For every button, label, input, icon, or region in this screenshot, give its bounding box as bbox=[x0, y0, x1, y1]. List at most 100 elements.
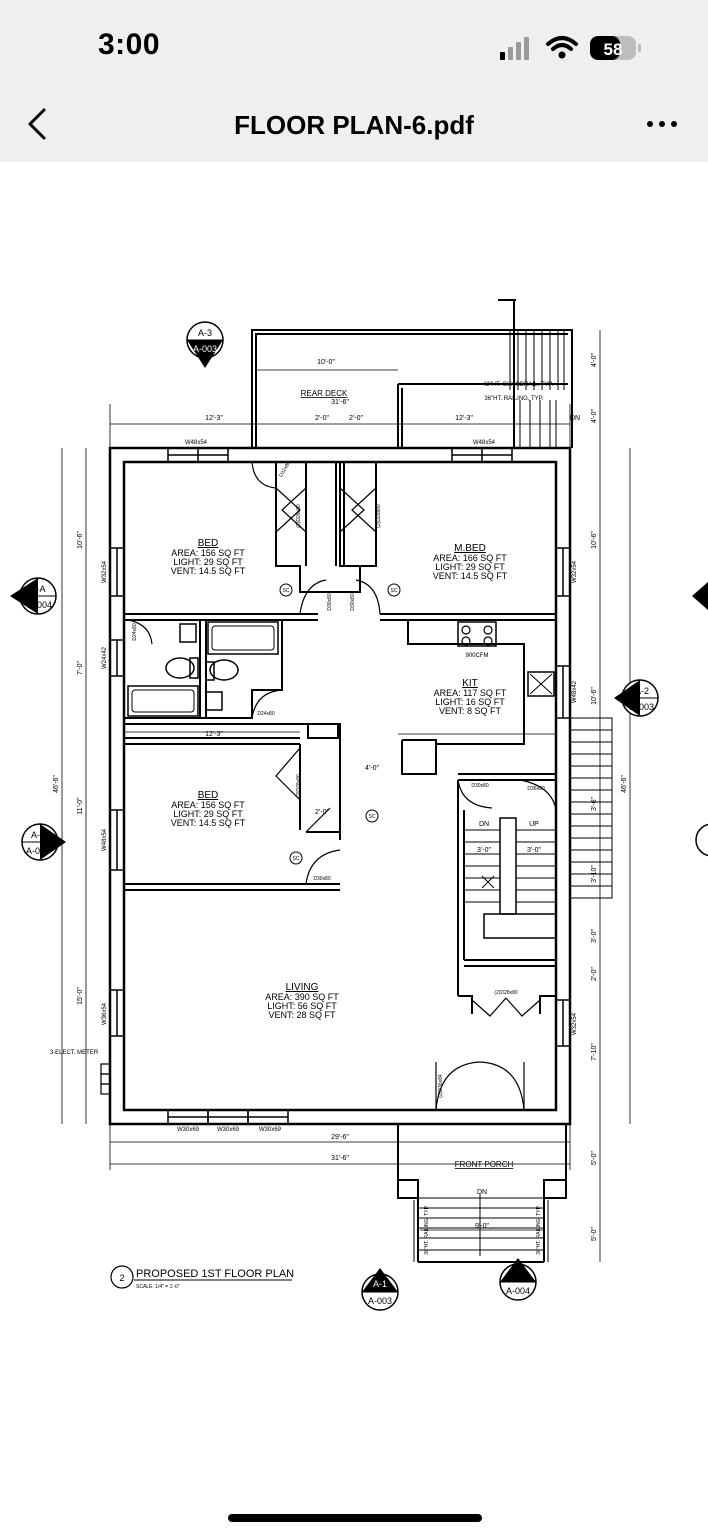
sc-label: SC bbox=[283, 588, 290, 594]
section-marker-sheet: A-003 bbox=[193, 344, 217, 354]
window-label: W48x54 bbox=[473, 440, 496, 446]
dimension-label: 7'-0" bbox=[77, 661, 84, 675]
room-name: KIT bbox=[462, 678, 478, 689]
section-marker-label: B-B bbox=[510, 1270, 525, 1280]
dimension-label: 11'-0" bbox=[77, 797, 84, 815]
dimension-label: 15'-0" bbox=[77, 987, 84, 1005]
dimension-label: 3'-0" bbox=[477, 847, 491, 854]
section-marker-sheet: A-004 bbox=[28, 600, 52, 610]
railing-label: 36"HT. RAILING, TYP. bbox=[484, 396, 544, 402]
door-swings bbox=[127, 461, 557, 1111]
section-marker-edge-right-top bbox=[692, 582, 708, 610]
railing-side-label: 36"HT. RAILING, TYP. bbox=[424, 1205, 430, 1254]
window-label: W32x54 bbox=[102, 560, 108, 583]
dimension-label: 31'-6" bbox=[331, 399, 349, 406]
battery-level: 58 bbox=[604, 40, 623, 59]
dimension-label: 5'-0" bbox=[591, 1151, 598, 1165]
door-label: D30x80 bbox=[327, 593, 333, 610]
window-label: W48x54 bbox=[185, 440, 208, 446]
sc-label: SC bbox=[369, 814, 376, 820]
back-chevron-icon[interactable] bbox=[20, 104, 56, 144]
section-marker-label: A-4 bbox=[31, 830, 45, 840]
door-label: (2)D28x80 bbox=[296, 774, 302, 798]
railing-side-label: 36"HT. RAILING, TYP. bbox=[536, 1205, 542, 1254]
room-area: AREA: 390 SQ FT bbox=[265, 992, 339, 1002]
home-indicator[interactable] bbox=[228, 1514, 482, 1522]
floor-plan-drawing: A-3 A-003 A-A A-004 A-2 A-003 A-4 A-003 bbox=[10, 299, 708, 1311]
dimension-label: 31'-6" bbox=[331, 1155, 349, 1162]
door-label: (2)D28x80 bbox=[494, 990, 518, 996]
dimension-lines bbox=[61, 330, 631, 1262]
section-marker-a1: A-1 A-003 bbox=[361, 1268, 399, 1311]
window-label: W30x69 bbox=[217, 1127, 240, 1133]
smoke-detectors bbox=[279, 583, 401, 865]
room-vent: VENT: 14.5 SQ FT bbox=[171, 818, 246, 828]
status-bar: 3:00 58 bbox=[0, 0, 708, 90]
dimension-label: 7'-10" bbox=[591, 1043, 598, 1061]
dimension-label: 9'-0" bbox=[475, 1223, 489, 1230]
room-bed-2: BED AREA: 156 SQ FT LIGHT: 29 SQ FT VENT… bbox=[171, 790, 246, 828]
window-label: W32x54 bbox=[572, 560, 578, 583]
room-light: LIGHT: 29 SQ FT bbox=[173, 557, 243, 567]
room-vent: VENT: 28 SQ FT bbox=[268, 1010, 336, 1020]
annotations: REAR DECK FRONT PORCH 42"HT. GUARDRAIL, … bbox=[50, 353, 628, 1290]
window-label: W30x69 bbox=[177, 1127, 200, 1133]
section-marker-sheet: A-004 bbox=[506, 1286, 530, 1296]
window-label: W24x42 bbox=[102, 646, 108, 669]
door-label: D24x80 bbox=[132, 623, 138, 640]
section-marker-label: A-1 bbox=[373, 1279, 387, 1289]
room-area: AREA: 156 SQ FT bbox=[171, 548, 245, 558]
room-bed-1: BED AREA: 156 SQ FT LIGHT: 29 SQ FT VENT… bbox=[171, 538, 246, 576]
room-name: BED bbox=[198, 790, 219, 801]
section-marker-sheet: A-003 bbox=[368, 1296, 392, 1306]
dimension-label: 3'-0" bbox=[591, 929, 598, 943]
section-marker-label: A-A bbox=[30, 584, 45, 594]
plan-number-circle bbox=[110, 1265, 134, 1289]
section-marker-bb: B-B A-004 bbox=[499, 1258, 537, 1301]
room-light: LIGHT: 16 SQ FT bbox=[435, 697, 505, 707]
sc-label: SC bbox=[293, 856, 300, 862]
dimension-label: 10'-0" bbox=[317, 359, 335, 366]
window-label: W32x54 bbox=[572, 1012, 578, 1035]
door-label: D30x80 bbox=[471, 783, 488, 789]
dimension-label: 46'-6" bbox=[621, 775, 628, 793]
front-porch bbox=[397, 1124, 567, 1263]
dimension-label: 29'-6" bbox=[331, 1134, 349, 1141]
room-labels: BED AREA: 156 SQ FT LIGHT: 29 SQ FT VENT… bbox=[171, 538, 508, 1020]
window-label: W36x54 bbox=[102, 1002, 108, 1025]
window-label: W48x42 bbox=[572, 680, 578, 703]
windows bbox=[109, 447, 571, 1125]
room-light: LIGHT: 29 SQ FT bbox=[435, 562, 505, 572]
dimension-label: 12'-3" bbox=[455, 415, 473, 422]
dimension-label: 2'-0" bbox=[315, 809, 329, 816]
room-vent: VENT: 14.5 SQ FT bbox=[433, 571, 508, 581]
status-time: 3:00 bbox=[98, 28, 161, 61]
sc-label: SC bbox=[391, 588, 398, 594]
door-label: (2)D28x80 bbox=[296, 504, 302, 528]
door-label: D30x80 bbox=[350, 593, 356, 610]
pdf-viewer[interactable]: A-3 A-003 A-A A-004 A-2 A-003 A-4 A-003 bbox=[0, 162, 708, 1502]
dimension-label: 12'-3" bbox=[205, 415, 223, 422]
room-area: AREA: 156 SQ FT bbox=[171, 800, 245, 810]
dimension-label: 12'-3" bbox=[205, 731, 223, 738]
door-label: D36x80 bbox=[527, 786, 544, 792]
more-options-icon[interactable] bbox=[640, 106, 684, 142]
room-area: AREA: 117 SQ FT bbox=[434, 688, 507, 698]
plan-number: 2 bbox=[119, 1273, 124, 1283]
rear-deck bbox=[251, 299, 573, 448]
dimension-label: 10'-6" bbox=[591, 531, 598, 549]
dimension-label: 4'-0" bbox=[365, 765, 379, 772]
room-light: LIGHT: 56 SQ FT bbox=[267, 1001, 337, 1011]
rear-deck-label: REAR DECK bbox=[301, 389, 348, 398]
plan-title: PROPOSED 1ST FLOOR PLAN bbox=[136, 1268, 294, 1280]
room-area: AREA: 166 SQ FT bbox=[433, 553, 507, 563]
dimension-label: 3'-6" bbox=[591, 797, 598, 811]
front-porch-label: FRONT PORCH bbox=[455, 1160, 514, 1169]
plan-scale: SCALE: 1/4" = 1'-0" bbox=[136, 1284, 180, 1290]
section-marker-label: A-3 bbox=[198, 328, 212, 338]
door-label: (2)D28x80 bbox=[376, 504, 382, 528]
section-marker-a3: A-3 A-003 bbox=[186, 321, 224, 368]
window-label: W30x69 bbox=[259, 1127, 282, 1133]
section-markers: A-3 A-003 A-A A-004 A-2 A-003 A-4 A-003 bbox=[10, 321, 708, 1311]
room-light: LIGHT: 29 SQ FT bbox=[173, 809, 243, 819]
